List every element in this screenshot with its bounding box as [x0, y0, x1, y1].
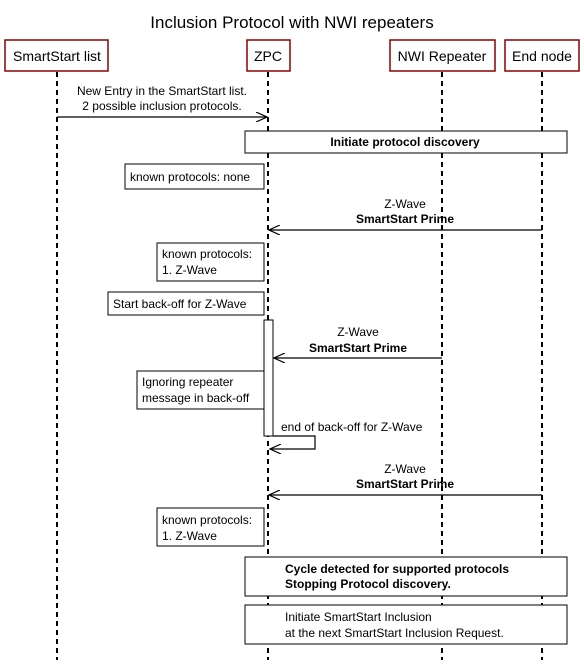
actor-smartstart-label: SmartStart list: [13, 48, 101, 64]
note-cycle-detected: [244, 556, 568, 597]
note-known-none: [124, 163, 265, 190]
note-ignoring-line1: Ignoring repeater: [142, 375, 233, 389]
actor-endnode-label: End node: [512, 48, 572, 64]
arrow-backoff-end: [270, 435, 316, 449]
note-initiate-inclusion: [244, 604, 568, 645]
note-ignoring: [136, 370, 265, 410]
actor-zpc-label: ZPC: [254, 48, 282, 64]
note-known-zwave-2-line2: 1. Z-Wave: [162, 529, 217, 543]
message-prime1-line1: Z-Wave: [384, 197, 426, 211]
note-known-zwave-2-line1: known protocols:: [162, 513, 252, 527]
actor-endnode-box: [504, 39, 580, 72]
note-start-backoff: [107, 291, 265, 316]
actor-smartstart-box: [4, 39, 109, 72]
note-ignoring-line2: message in back-off: [142, 391, 250, 405]
message-prime1-line2: SmartStart Prime: [356, 212, 454, 226]
note-initiate-inclusion-line1: Initiate SmartStart Inclusion: [285, 610, 432, 624]
note-initiate-discovery: [244, 130, 568, 154]
actor-repeater-label: NWI Repeater: [398, 48, 487, 64]
actor-repeater-box: [389, 39, 496, 72]
note-start-backoff-text: Start back-off for Z-Wave: [113, 297, 247, 311]
note-known-zwave-1-line1: known protocols:: [162, 247, 252, 261]
note-cycle-detected-line2: Stopping Protocol discovery.: [285, 577, 451, 591]
message-prime3-line1: Z-Wave: [384, 462, 426, 476]
message-prime3-line2: SmartStart Prime: [356, 477, 454, 491]
diagram-title: Inclusion Protocol with NWI repeaters: [150, 13, 433, 32]
message-prime2-line2: SmartStart Prime: [309, 341, 407, 355]
note-known-zwave-1: [156, 242, 265, 282]
message-new-entry-line1: New Entry in the SmartStart list.: [77, 84, 247, 98]
note-known-none-text: known protocols: none: [130, 170, 250, 184]
note-cycle-detected-line1: Cycle detected for supported protocols: [285, 562, 509, 576]
message-prime2-line1: Z-Wave: [337, 325, 379, 339]
actor-zpc-box: [246, 39, 291, 72]
message-new-entry-line2: 2 possible inclusion protocols.: [82, 99, 241, 113]
note-initiate-discovery-text: Initiate protocol discovery: [330, 135, 480, 149]
note-initiate-inclusion-line2: at the next SmartStart Inclusion Request…: [285, 626, 504, 640]
note-known-zwave-2: [156, 507, 265, 547]
note-known-zwave-1-line2: 1. Z-Wave: [162, 263, 217, 277]
message-backoff-end: end of back-off for Z-Wave: [281, 420, 423, 434]
activation-bar-zpc: [263, 319, 274, 437]
